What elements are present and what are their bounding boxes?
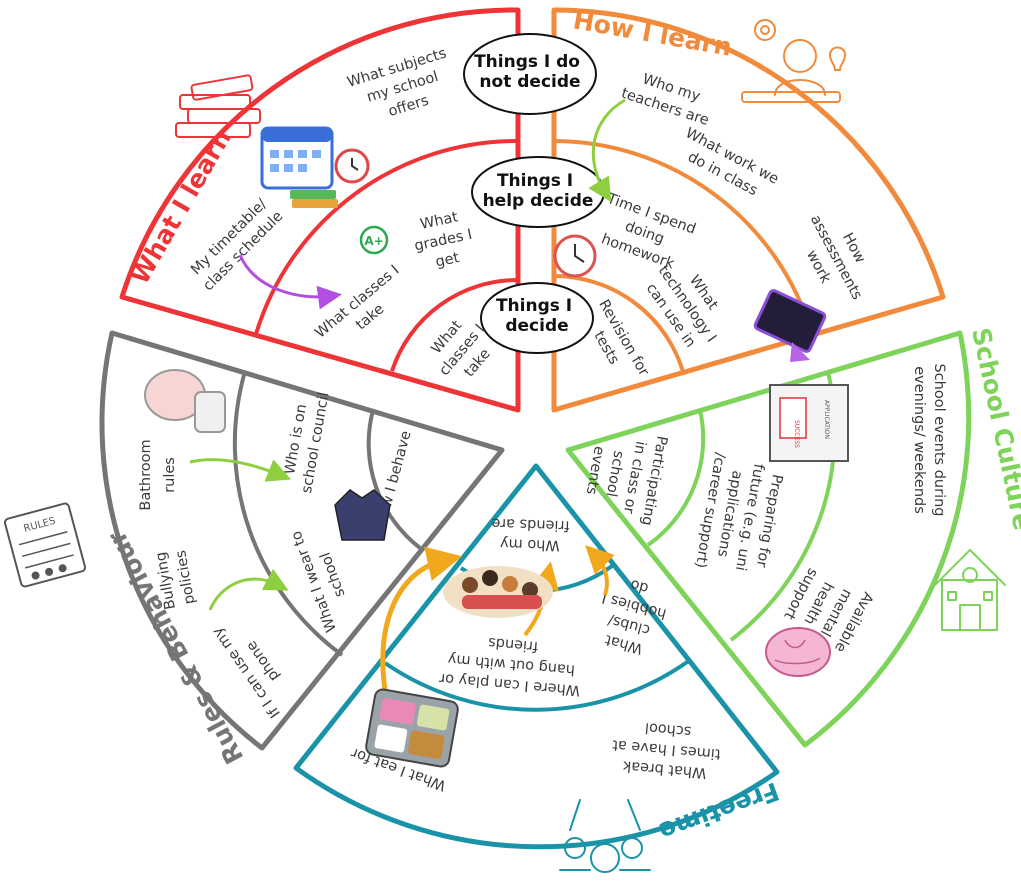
rules-behaviour-outer-band	[99, 330, 505, 751]
toilet-icon	[144, 369, 226, 433]
svg-text:Things I do not decide: Things I do not decide	[474, 52, 586, 92]
level-outer-label: Things I do not decide	[463, 33, 597, 115]
svg-text:Things I help decide: Things I help decide	[483, 171, 594, 211]
what-i-learn-ring-inner	[390, 277, 519, 372]
blazer-icon	[334, 489, 391, 541]
category-title-school-culture: School Culture	[966, 325, 1021, 533]
books-icon	[175, 74, 261, 138]
item-friends: Who myfriends are	[491, 515, 570, 554]
student-at-desk-icon	[741, 19, 846, 103]
how-i-learn-ring-inner	[553, 274, 686, 376]
brain-icon	[765, 627, 831, 677]
school-culture-ring-inner	[646, 409, 706, 547]
school-culture-outer-band	[565, 330, 972, 748]
level-middle-label: Things I help decide	[471, 156, 605, 228]
freetime-ring-middle	[383, 658, 692, 712]
sector-how-i-learn	[551, 7, 946, 413]
grade-icon: A+	[359, 225, 389, 255]
svg-text:SUCCESS: SUCCESS	[793, 420, 800, 448]
level-inner-label: Things I decide	[480, 282, 594, 354]
arrow-timetable-to-classes	[238, 254, 342, 310]
calendar-icon	[260, 126, 338, 208]
friends-group-icon	[443, 566, 553, 618]
what-i-learn-outer-band	[119, 7, 521, 413]
svg-text:Things I decide: Things I decide	[496, 296, 578, 336]
arrow-teachers-to-homework	[588, 98, 626, 203]
skateboard-icon	[559, 799, 651, 873]
how-i-learn-ring-middle	[553, 139, 814, 335]
school-building-icon	[934, 549, 1006, 631]
rules-behaviour-ring-inner	[366, 409, 422, 550]
arrow-lunch-to-friends	[380, 546, 463, 691]
application-form-icon: APPLICATION SUCCESS	[769, 384, 849, 462]
arrow-phone-to-wear	[208, 568, 289, 611]
arrow-clubs-to-friends	[585, 545, 615, 596]
arrow-bathroom-to-council	[189, 458, 292, 482]
rules-behaviour-ring-middle	[232, 374, 344, 657]
item-school-events: School events duringevenings/ weekends	[911, 364, 947, 517]
svg-text:APPLICATION: APPLICATION	[823, 400, 830, 439]
clock-icon	[553, 234, 597, 278]
how-i-learn-outer-band	[551, 7, 946, 413]
svg-text:A+: A+	[364, 234, 383, 248]
stopwatch-icon	[334, 148, 370, 184]
rules-clipboard-icon: RULES	[3, 502, 87, 588]
lunch-tray-icon	[365, 688, 459, 768]
sector-rules-behaviour	[99, 330, 505, 751]
tablet-icon	[753, 289, 827, 362]
